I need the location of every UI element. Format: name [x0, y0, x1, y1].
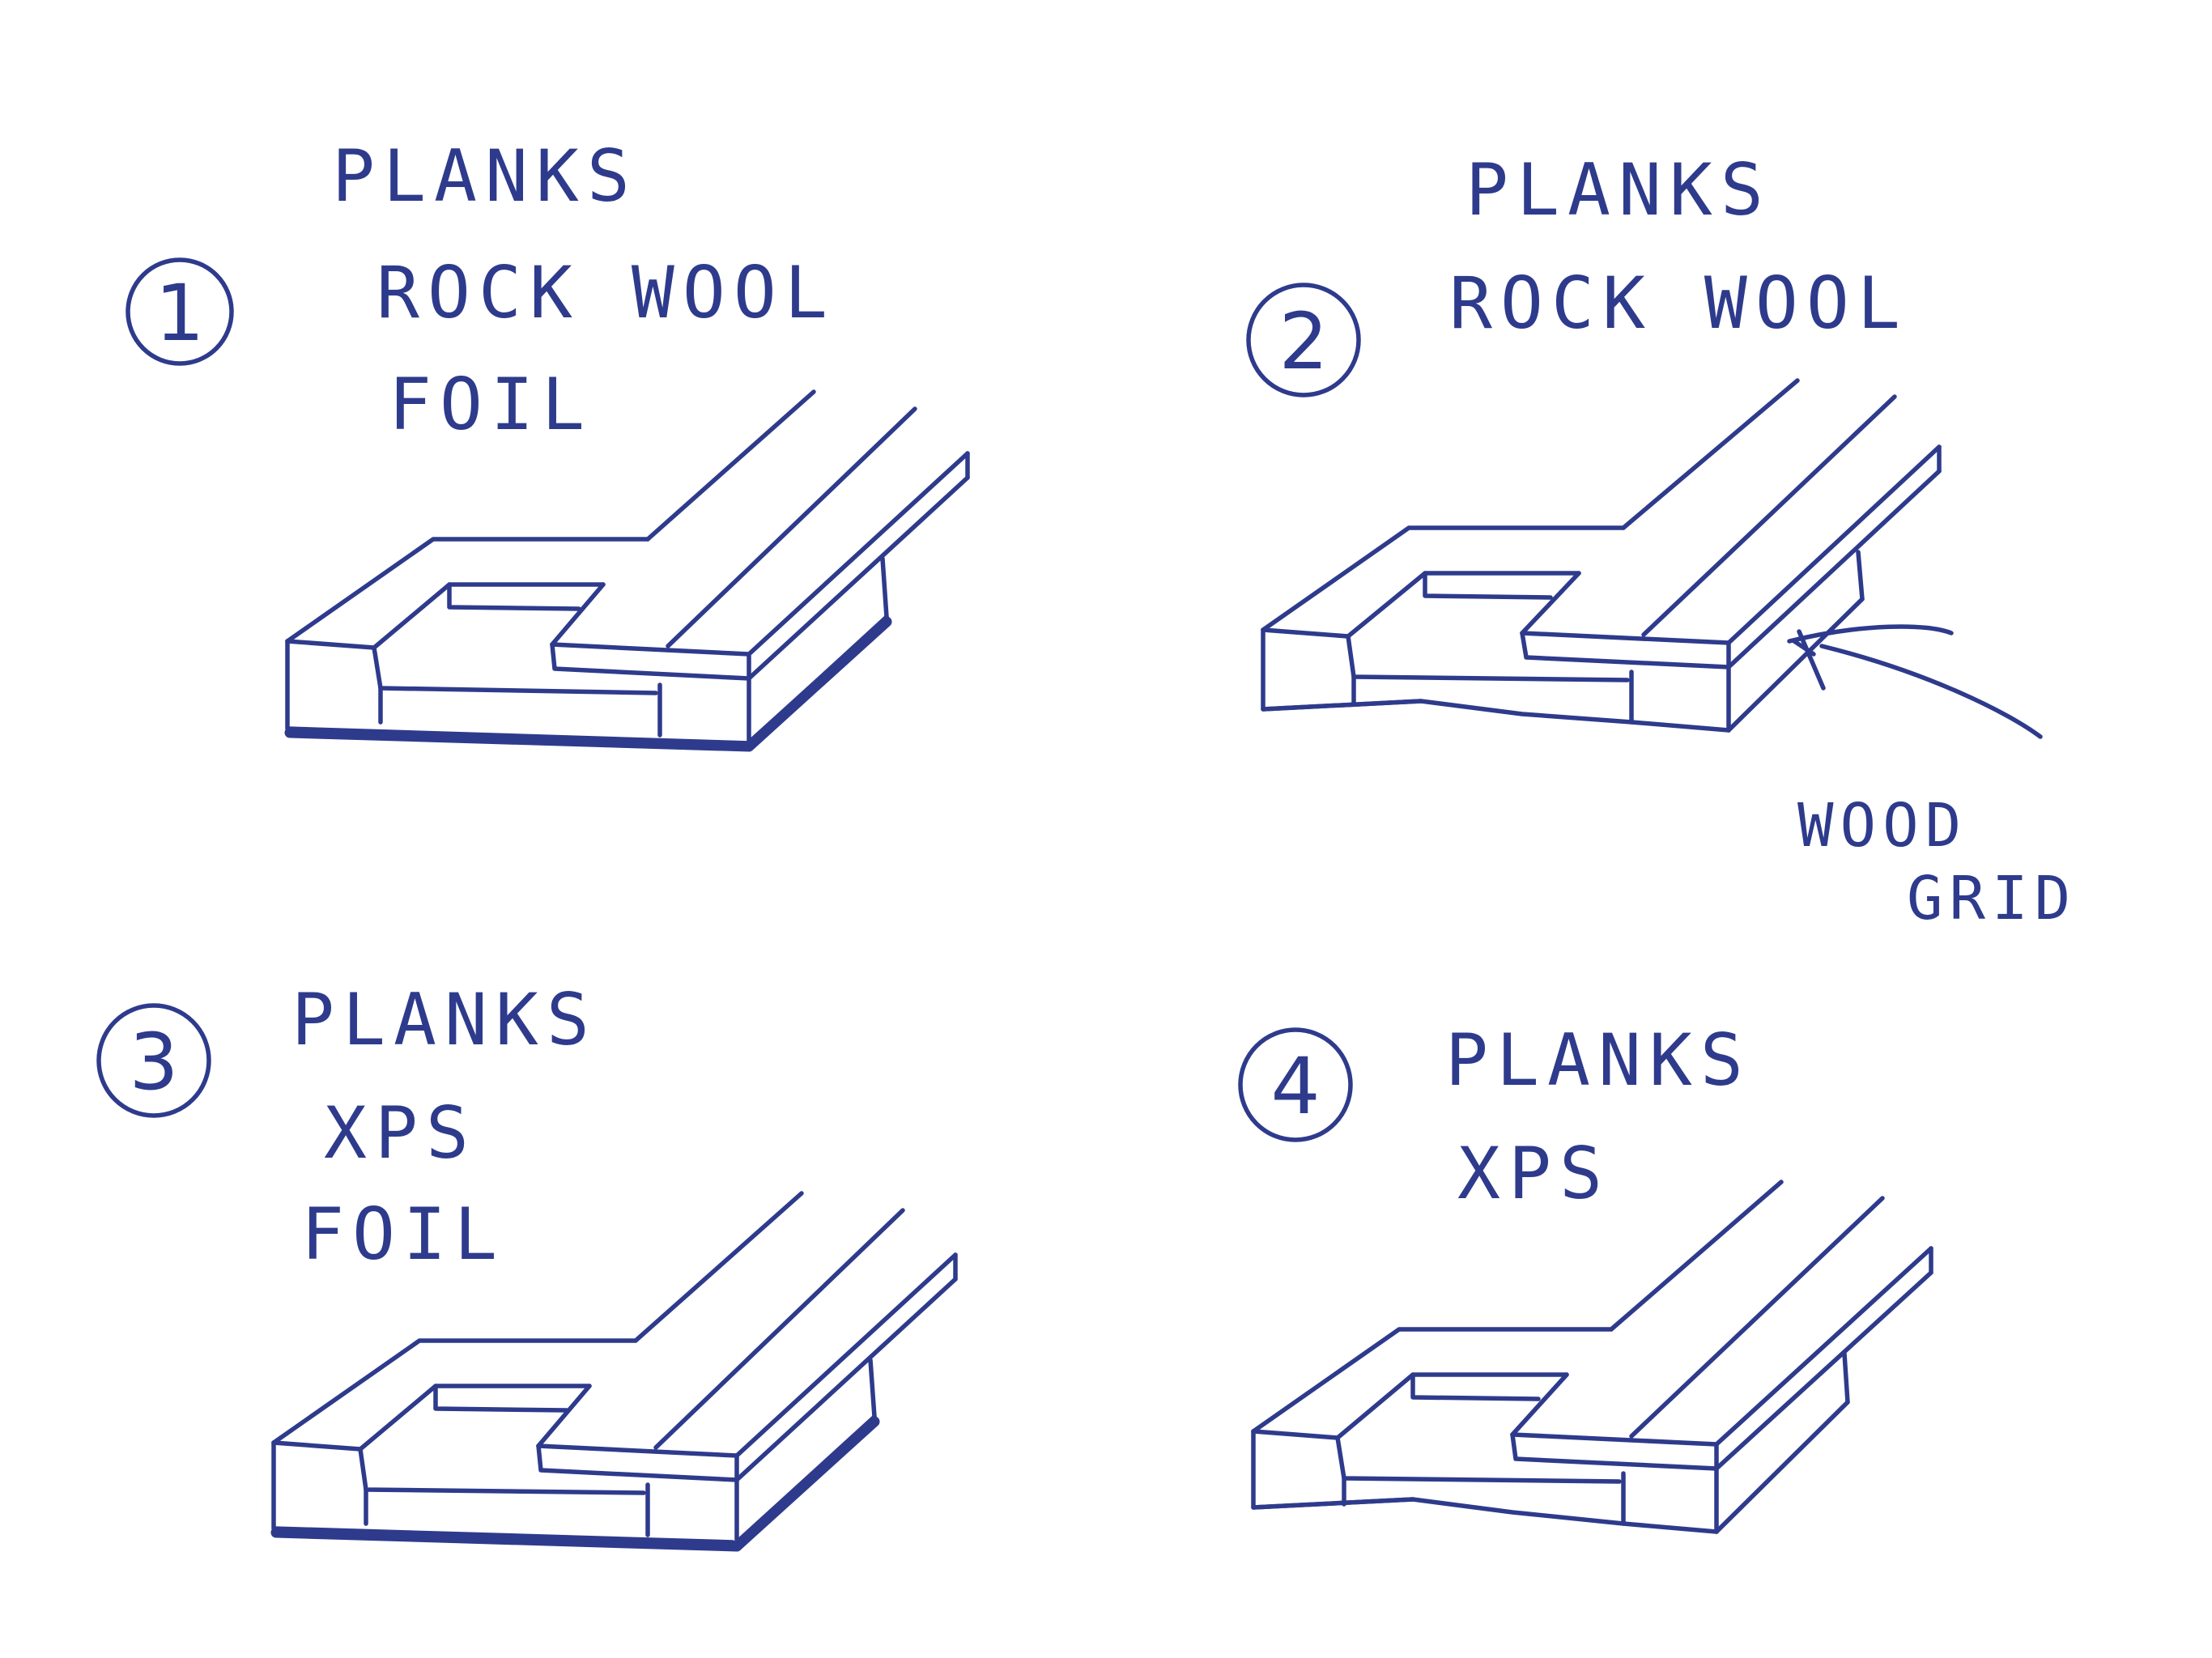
- option-1: 1 PLANKS ROCK WOOL FOIL: [125, 134, 970, 752]
- section-drawing-1: [284, 389, 970, 752]
- layer-label: FOIL: [389, 363, 593, 446]
- number-circle: [125, 257, 234, 366]
- wood-grid-callout: WOOD GRID: [1787, 624, 2077, 933]
- layer-label: PLANKS: [1465, 148, 1772, 232]
- layer-label: XPS: [1457, 1132, 1610, 1215]
- number-circle: [1238, 1027, 1353, 1142]
- number-circle: [96, 1003, 211, 1118]
- annotation-label: GRID: [1907, 864, 2077, 933]
- option-2: 2 PLANKS ROCK WOOL: [1246, 148, 2077, 933]
- layer-label: XPS: [324, 1091, 477, 1175]
- option-4-number-circle: 4: [1238, 1027, 1353, 1142]
- layer-label: ROCK WOOL: [376, 251, 836, 334]
- option-number: 1: [155, 268, 204, 359]
- section-drawing-3: [270, 1191, 958, 1552]
- option-3: 3 PLANKS XPS FOIL: [96, 978, 958, 1552]
- layer-label: PLANKS: [291, 978, 598, 1061]
- option-2-number-circle: 2: [1246, 283, 1361, 397]
- layer-label: PLANKS: [1445, 1018, 1751, 1102]
- number-circle: [1246, 283, 1361, 397]
- option-1-number-circle: 1: [125, 257, 234, 366]
- option-number: 4: [1270, 1041, 1320, 1132]
- option-number: 3: [129, 1017, 178, 1107]
- layer-label: FOIL: [301, 1192, 505, 1276]
- option-3-number-circle: 3: [96, 1003, 211, 1118]
- section-drawing-4: [1251, 1180, 1933, 1534]
- option-4: 4 PLANKS XPS: [1238, 1018, 1933, 1534]
- option-number: 2: [1278, 296, 1328, 387]
- layer-label: ROCK WOOL: [1449, 261, 1908, 345]
- annotation-label: WOOD: [1797, 791, 1967, 861]
- section-drawing-2: [1261, 378, 1942, 733]
- layer-label: PLANKS: [332, 134, 638, 218]
